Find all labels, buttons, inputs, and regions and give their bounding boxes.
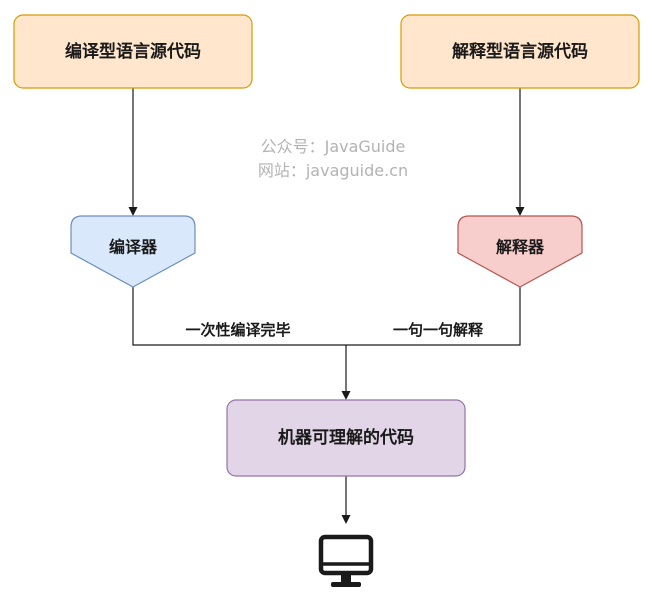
node-interpreter-label: 解释器 [496, 238, 545, 257]
edge-label-interpret-line: 一句一句解释 [393, 321, 484, 339]
arrowhead-interpreter [515, 207, 525, 216]
node-interpreted-source-label: 解释型语言源代码 [452, 41, 588, 62]
node-compiler-shape [70, 215, 196, 288]
node-machine-code: 机器可理解的代码 [226, 399, 466, 477]
node-compiled-source-box [13, 14, 253, 89]
arrowhead-compiler [128, 207, 138, 216]
watermark-line-1: 公众号：JavaGuide [261, 137, 406, 156]
edge-label-compile-once: 一次性编译完毕 [185, 321, 290, 339]
connectors [128, 88, 525, 524]
edge-compiler-to-merge [132, 287, 346, 346]
node-machine-code-box [226, 399, 466, 477]
arrowhead-computer [341, 515, 351, 524]
node-interpreted-source: 解释型语言源代码 [400, 14, 640, 89]
node-machine-code-label: 机器可理解的代码 [278, 427, 414, 448]
edge-interpreter-to-merge [346, 287, 521, 346]
monitor-icon [318, 534, 374, 587]
node-compiler-label: 编译器 [109, 238, 158, 257]
node-compiler: 编译器 [70, 215, 196, 288]
arrowhead-machine-code [341, 391, 351, 400]
watermark-line-2: 网站：javaguide.cn [258, 161, 408, 180]
node-interpreted-source-box [400, 14, 640, 89]
node-interpreter: 解释器 [457, 215, 583, 288]
node-interpreter-shape [457, 215, 583, 288]
node-compiled-source-label: 编译型语言源代码 [65, 41, 201, 62]
node-compiled-source: 编译型语言源代码 [13, 14, 253, 89]
